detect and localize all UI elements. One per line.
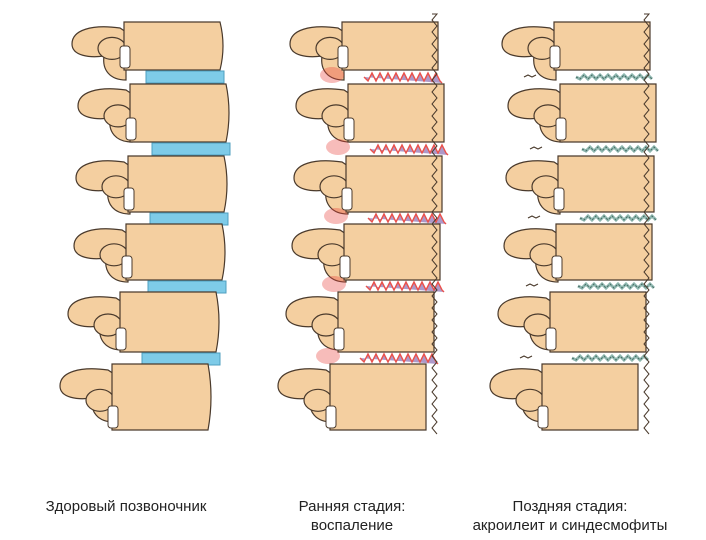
foramen bbox=[555, 117, 567, 141]
foramen bbox=[553, 187, 565, 211]
foramen bbox=[123, 187, 135, 211]
inflamed-disc bbox=[369, 143, 449, 156]
vertebral-body bbox=[553, 21, 651, 71]
intervertebral-disc bbox=[145, 70, 225, 84]
caption-early-line-2: воспаление bbox=[310, 517, 394, 534]
inflammation-spot bbox=[326, 139, 350, 155]
vertebral-body bbox=[541, 363, 639, 431]
vertebra bbox=[289, 21, 443, 84]
inflammation-spot bbox=[322, 276, 346, 292]
vertebra bbox=[489, 363, 639, 431]
foramen bbox=[537, 405, 549, 429]
inflamed-disc bbox=[363, 71, 443, 84]
vertebral-body bbox=[111, 363, 212, 431]
vertebral-body bbox=[119, 291, 220, 353]
intervertebral-disc bbox=[147, 280, 227, 294]
vertebral-body bbox=[557, 155, 655, 213]
inflamed-disc bbox=[365, 280, 445, 293]
syndesmophyte-outline bbox=[581, 146, 659, 152]
vertebra bbox=[503, 223, 656, 291]
vertebral-body bbox=[559, 83, 657, 143]
vertebral-body bbox=[343, 223, 441, 281]
vertebra bbox=[277, 363, 427, 431]
spine-panel-late bbox=[489, 13, 660, 435]
cut-edge bbox=[431, 13, 439, 435]
fused-facet-line bbox=[529, 146, 543, 150]
vertebra bbox=[77, 83, 231, 156]
foramen bbox=[121, 255, 133, 279]
vertebral-body bbox=[127, 155, 228, 213]
foramen bbox=[337, 45, 349, 69]
vertebral-body bbox=[347, 83, 445, 143]
foramen bbox=[119, 45, 131, 69]
syndesmophyte-outline bbox=[579, 215, 657, 221]
intervertebral-disc bbox=[149, 212, 229, 226]
caption-early-line-1: Ранняя стадия: bbox=[298, 498, 406, 515]
vertebral-body bbox=[129, 83, 230, 143]
foramen bbox=[551, 255, 563, 279]
cut-edge bbox=[643, 13, 651, 435]
fused-facet-line bbox=[527, 215, 541, 219]
vertebral-body bbox=[329, 363, 427, 431]
caption-healthy-line-1: Здоровый позвоночник bbox=[45, 498, 207, 515]
vertebra bbox=[507, 83, 660, 154]
intervertebral-disc bbox=[151, 142, 231, 156]
foramen bbox=[549, 45, 561, 69]
syndesmophyte-outline bbox=[577, 283, 655, 289]
intervertebral-disc bbox=[141, 352, 221, 366]
vertebra bbox=[71, 21, 225, 84]
inflamed-disc bbox=[367, 212, 447, 225]
vertebra bbox=[67, 291, 221, 366]
vertebra bbox=[73, 223, 227, 294]
vertebra bbox=[285, 291, 439, 365]
foramen bbox=[339, 255, 351, 279]
foramen bbox=[125, 117, 137, 141]
inflammation-spot bbox=[316, 348, 340, 364]
vertebra bbox=[295, 83, 449, 156]
vertebra bbox=[75, 155, 229, 226]
foramen bbox=[325, 405, 337, 429]
vertebra bbox=[59, 363, 212, 431]
foramen bbox=[343, 117, 355, 141]
vertebra bbox=[505, 155, 658, 223]
inflammation-spot bbox=[324, 208, 348, 224]
inflammation-spot bbox=[320, 67, 344, 83]
vertebra bbox=[501, 21, 654, 82]
caption-early: Ранняя стадия: воспаление bbox=[272, 497, 432, 535]
foramen bbox=[341, 187, 353, 211]
vertebral-body bbox=[555, 223, 653, 281]
syndesmophyte-outline bbox=[571, 355, 649, 361]
spine-panel-healthy bbox=[59, 21, 231, 431]
fused-facet-line bbox=[519, 355, 533, 359]
vertebral-body bbox=[341, 21, 439, 71]
foramen bbox=[333, 327, 345, 351]
caption-late-line-1: Поздняя стадия: bbox=[512, 498, 628, 515]
foramen bbox=[115, 327, 127, 351]
foramen bbox=[107, 405, 119, 429]
vertebra bbox=[497, 291, 650, 363]
vertebral-body bbox=[337, 291, 435, 353]
fused-facet-line bbox=[525, 283, 539, 287]
vertebral-body bbox=[123, 21, 224, 71]
foramen bbox=[545, 327, 557, 351]
inflamed-disc bbox=[359, 352, 439, 365]
caption-healthy: Здоровый позвоночник bbox=[26, 497, 226, 516]
caption-late-line-2: акроилеит и синдесмофиты bbox=[472, 517, 668, 534]
spine-panel-early bbox=[277, 13, 449, 435]
vertebral-body bbox=[549, 291, 647, 353]
vertebra bbox=[293, 155, 447, 225]
syndesmophyte-outline bbox=[575, 74, 653, 80]
vertebra bbox=[291, 223, 445, 293]
caption-late: Поздняя стадия: акроилеит и синдесмофиты bbox=[455, 497, 685, 535]
fused-facet-line bbox=[523, 74, 537, 78]
vertebral-body bbox=[125, 223, 226, 281]
vertebral-body bbox=[345, 155, 443, 213]
